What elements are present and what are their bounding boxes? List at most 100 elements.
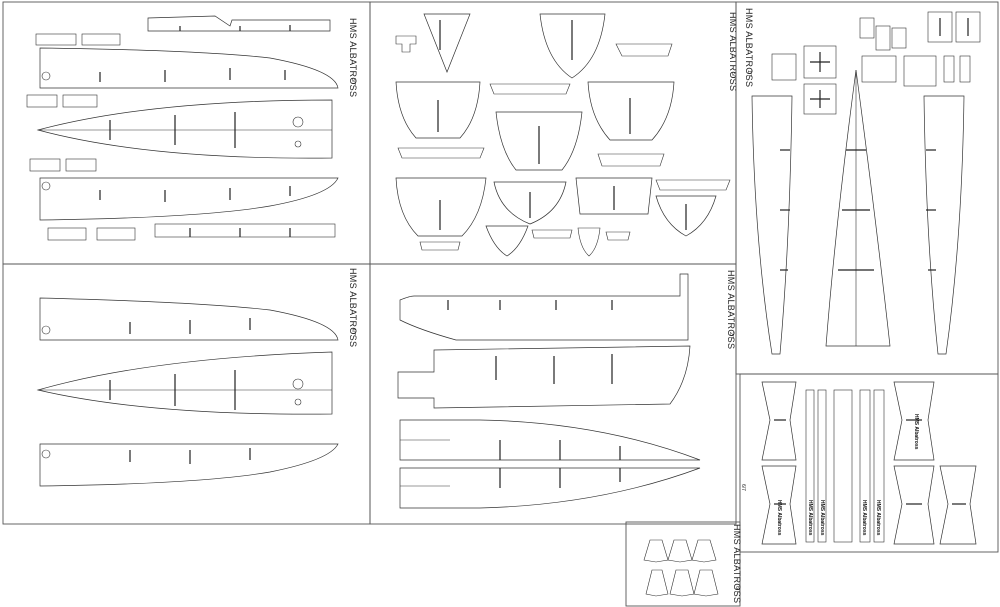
- bulkhead-frame: [395, 81, 481, 139]
- deck-strip-part: [154, 223, 336, 238]
- stand-cradle: [761, 381, 797, 461]
- stand-cradle: [893, 381, 935, 461]
- sheet-7-border: [625, 521, 741, 607]
- tall-hull-strip: [751, 95, 793, 355]
- stand-brand-label: HMS Albatross: [807, 500, 813, 536]
- sheet-7-title: HMS ALBATROSS: [732, 524, 742, 603]
- small-square-part: [861, 55, 897, 83]
- deck-strip-part: [147, 15, 331, 32]
- small-frame-part: [643, 539, 669, 563]
- stand-rail: [873, 389, 885, 543]
- sheet-7: HMS ALBATROSS 6/7: [625, 521, 742, 607]
- tall-hull-strip: [923, 95, 965, 355]
- small-frame-part: [645, 569, 669, 597]
- gunwale-strip: [399, 273, 689, 341]
- small-square-part: [955, 11, 981, 43]
- panel-hole: [41, 181, 51, 191]
- small-bracket-part: [577, 227, 601, 257]
- sheet-7-page-number: 6/7: [734, 586, 740, 593]
- small-square-part: [891, 27, 907, 49]
- stand-brand-label: HMS Albatross: [875, 500, 881, 536]
- sheet-2-title: HMS ALBATROSS: [728, 12, 738, 91]
- bulkhead-frame: [575, 177, 653, 215]
- keel-piece: [36, 351, 333, 415]
- sheet-1: HMS ALBATROSS 3/7: [2, 1, 371, 265]
- small-square-part: [943, 55, 955, 83]
- deck-beam: [655, 179, 731, 191]
- slot-marks: [780, 149, 936, 271]
- sheet-5-page-number: 2/7: [728, 332, 734, 339]
- sheet-6-page-number: 6/7: [740, 484, 746, 491]
- hull-side-panel: [397, 345, 691, 409]
- small-strip-part: [81, 33, 121, 46]
- deck-beam: [489, 83, 571, 95]
- bulkhead-frame: [615, 43, 673, 57]
- slot-marks: [810, 18, 969, 108]
- stand-brand-label: HMS Albatross: [861, 500, 867, 536]
- sheet-2-page-number: 5/7: [730, 72, 736, 79]
- bulkhead-frame: [485, 225, 529, 257]
- keel-piece: [399, 467, 701, 509]
- sheet-1-border: [2, 1, 371, 265]
- sheet-6-border: [739, 373, 999, 553]
- panel-hole: [292, 378, 304, 390]
- small-square-part: [859, 17, 875, 39]
- stand-rail: [859, 389, 871, 543]
- deck-beam: [597, 153, 665, 167]
- small-square-part: [927, 11, 953, 43]
- panel-hole: [41, 325, 51, 335]
- sheet-4-page-number: 4/7: [350, 328, 356, 335]
- sheet-6: 6/7 HMS Albatross HMS Albatross HMS Alba…: [739, 373, 999, 553]
- sheet-2: HMS ALBATROSS 5/7: [369, 1, 738, 265]
- stand-rail: [805, 389, 815, 543]
- small-square-part: [903, 55, 937, 87]
- stand-cradle: [939, 465, 977, 545]
- panel-hole: [294, 398, 302, 406]
- sheet-5: HMS ALBATROSS 2/7: [369, 263, 737, 525]
- small-frame-part: [691, 539, 717, 563]
- small-strip-part: [47, 227, 87, 241]
- bulkhead-frame: [539, 13, 606, 79]
- deck-beam: [531, 229, 573, 239]
- sheet-4: HMS ALBATROSS 4/7: [2, 263, 371, 525]
- small-frame-part: [667, 539, 693, 563]
- deck-beam: [605, 231, 631, 241]
- hull-side-panel: [39, 47, 339, 89]
- panel-hole: [292, 116, 304, 128]
- small-square-part: [803, 83, 837, 115]
- bulkhead-frame: [395, 177, 487, 237]
- panel-hole: [294, 140, 302, 148]
- deck-beam: [397, 147, 485, 159]
- small-bracket-part: [395, 35, 417, 53]
- sheet-5-title: HMS ALBATROSS: [726, 270, 736, 349]
- small-strip-part: [29, 158, 61, 172]
- slot-marks: [179, 25, 291, 31]
- stand-brand-label: HMS Albatross: [819, 500, 825, 536]
- panel-hole: [41, 449, 51, 459]
- stand-rail: [817, 389, 827, 543]
- small-strip-part: [65, 158, 97, 172]
- stand-cradle: [893, 465, 935, 545]
- slot-marks: [774, 419, 966, 505]
- small-strip-part: [35, 33, 77, 46]
- small-square-part: [803, 45, 837, 79]
- panel-hole: [41, 71, 51, 81]
- small-strip-part: [96, 227, 136, 241]
- bulkhead-frame: [655, 195, 717, 237]
- bulkhead-frame: [495, 111, 583, 171]
- small-frame-part: [693, 569, 719, 597]
- small-square-part: [875, 25, 891, 51]
- sheet-3-page-number: 1/7: [746, 70, 752, 77]
- small-square-part: [771, 53, 797, 81]
- keel-piece: [399, 419, 701, 461]
- small-square-part: [959, 55, 971, 83]
- small-strip-part: [62, 94, 98, 108]
- sheet-2-border: [369, 1, 737, 265]
- deck-beam: [419, 241, 461, 251]
- stand-rail: [833, 389, 853, 543]
- bulkhead-frame: [493, 181, 567, 225]
- sheet-4-title: HMS ALBATROSS: [348, 268, 358, 347]
- slot-marks: [437, 20, 687, 230]
- sheet-3-border: [735, 1, 999, 375]
- small-frame-part: [669, 569, 695, 597]
